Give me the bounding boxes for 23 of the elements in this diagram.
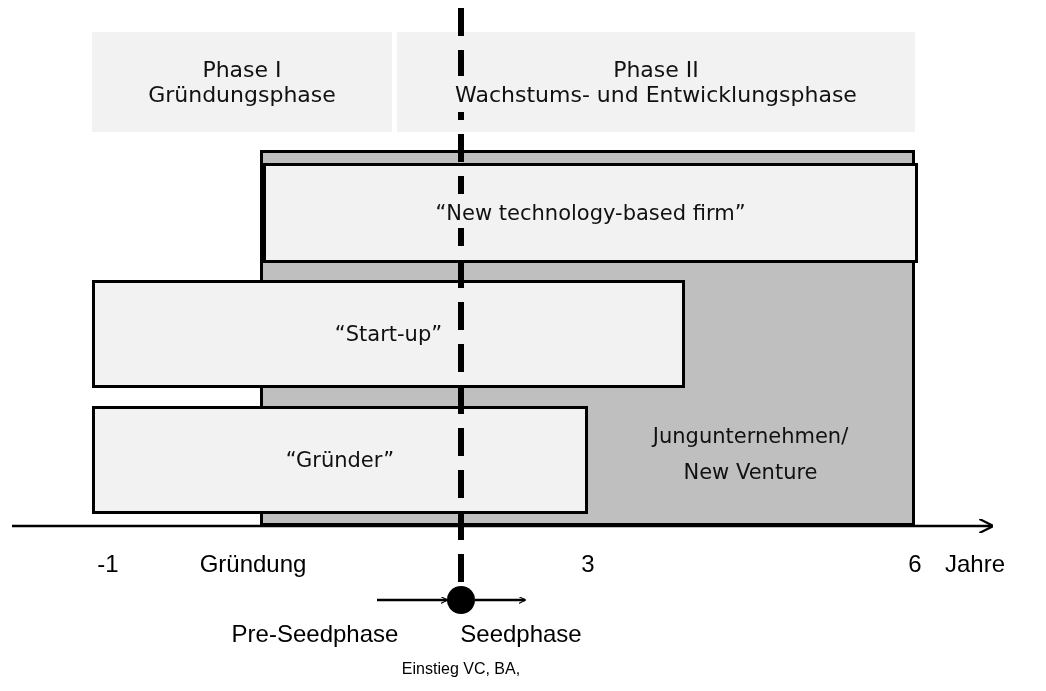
phase-label: Pre-Seedphase [231, 620, 399, 648]
term-label: “Start-up” [334, 322, 443, 346]
axis-tick-label: 6 [908, 550, 922, 578]
term-label: Jungunternehmen/ New Venture [650, 423, 850, 486]
arrow [377, 595, 449, 605]
phase-label: Seedphase [460, 620, 582, 648]
note-text: Einstieg VC, BA, [401, 660, 521, 678]
term-label: “New technology-based firm” [435, 201, 746, 225]
term-label: “Gründer” [285, 448, 395, 472]
term-bar [92, 406, 588, 514]
arrow [475, 595, 527, 605]
phase-name: Gründungsphase [148, 82, 336, 107]
term-bar [92, 280, 685, 388]
axis-tick-label: 3 [581, 550, 595, 578]
phase-box [397, 32, 915, 132]
phase-heading: Phase II [613, 57, 699, 82]
phase-heading: Phase I [202, 57, 282, 82]
axis-tick-label: Gründung [199, 550, 307, 578]
milestone-dot [447, 586, 475, 614]
axis-tick-label: -1 [97, 550, 119, 578]
term-bar [263, 163, 918, 263]
axis-title: Jahre [945, 550, 1005, 578]
phase-name: Wachstums- und Entwicklungsphase [455, 82, 857, 107]
